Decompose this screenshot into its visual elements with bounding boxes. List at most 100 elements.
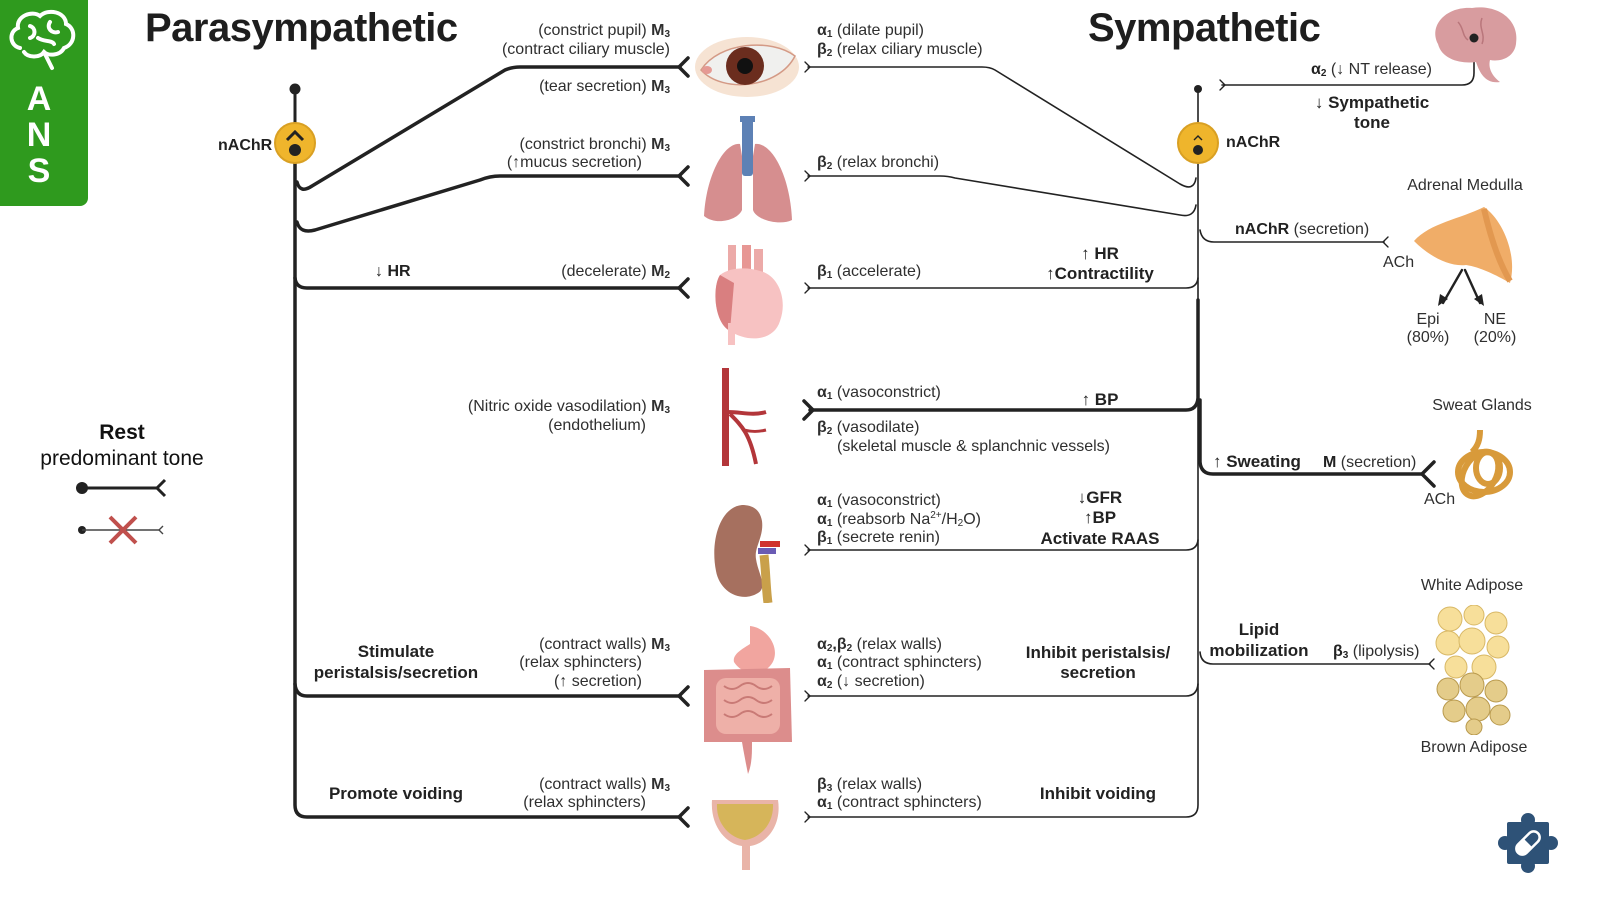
symp-fiber-kidney <box>807 539 1199 551</box>
para-fiber-heart <box>293 276 682 290</box>
symp-fiber-eye <box>807 66 1197 188</box>
para-lungs-text-1: (constrict bronchi) M3 <box>519 136 670 154</box>
brain-effect-2: tone <box>1354 113 1390 132</box>
symp-fiber-vessel <box>808 298 1200 412</box>
symp-bladder-text-2: α1 (contract sphincters) <box>817 794 982 812</box>
legend-nonpredominant-line <box>78 515 164 545</box>
para-heart-effect: ↓ HR <box>375 263 411 280</box>
adrenal-action: (secretion) <box>1293 221 1370 238</box>
symp-kidney-text-3: β1 (secrete renin) <box>817 529 940 547</box>
para-eye-text-3: (tear secretion) M3 <box>539 78 670 96</box>
symp-gi-text-2: α1 (contract sphincters) <box>817 654 982 672</box>
symp-kidney-effect-3: Activate RAAS <box>1040 529 1160 548</box>
para-fiber-gi <box>293 682 682 698</box>
symp-fiber-gi <box>807 683 1199 697</box>
symp-heart-effect-1: ↑ HR <box>1081 244 1119 263</box>
symp-bladder-text-1: β3 (relax walls) <box>817 776 923 794</box>
brown-adipose-title: Brown Adipose <box>1420 739 1528 756</box>
sweat-action: (secretion) <box>1340 454 1417 471</box>
symp-vessel-text-2: β2 (vasodilate) <box>817 419 920 437</box>
para-gi-effect-2: peristalsis/secretion <box>313 663 479 682</box>
symp-vessel-effect: ↑ BP <box>1081 390 1119 409</box>
symp-gi-effect-2: secretion <box>1060 663 1136 682</box>
symp-ganglion <box>1177 122 1219 164</box>
adrenal-title: Adrenal Medulla <box>1407 177 1523 194</box>
brain-receptor: α2 <box>1311 61 1327 79</box>
adrenal-receptor: nAChR <box>1235 221 1290 238</box>
adipose-receptor: β3 <box>1333 643 1349 661</box>
symp-vessel-text-3: (skeletal muscle & splanchnic vessels) <box>837 438 1110 455</box>
symp-fiber-brain <box>1221 37 1475 86</box>
adrenal-receptor-line: nAChR (secretion) <box>1235 220 1369 239</box>
sweat-receptor-line: M (secretion) <box>1323 453 1416 472</box>
lungs-icon <box>704 116 792 223</box>
adipose-receptor-line: β3 (lipolysis) <box>1333 642 1419 661</box>
legend-title: Rest <box>99 421 145 444</box>
symp-fiber-heart <box>807 277 1199 289</box>
para-bladder-text-2: (relax sphincters) <box>523 794 646 811</box>
para-gi-text-2: (relax sphincters) <box>519 654 642 671</box>
adipose-icon <box>1435 605 1511 735</box>
para-trunk-bladder <box>293 148 682 819</box>
symp-gi-effect-1: Inhibit peristalsis/ <box>1025 643 1171 662</box>
symp-kidney-effect-1: ↓GFR <box>1077 488 1123 507</box>
symp-trunk-bladder <box>807 149 1199 818</box>
adrenal-output-epi-pct: (80%) <box>1406 329 1450 346</box>
para-receptor-heart <box>677 277 690 299</box>
sweat-nt: ACh <box>1424 491 1456 508</box>
sweat-effect: ↑ Sweating <box>1213 452 1301 471</box>
para-receptor-lungs <box>677 165 690 187</box>
title-parasympathetic: Parasympathetic <box>145 6 458 50</box>
symp-kidney-text-1: α1 (vasoconstrict) <box>817 492 941 510</box>
symp-ganglion-label: nAChR <box>1226 134 1281 151</box>
cross-icon <box>108 515 138 545</box>
brain-icon <box>9 9 76 70</box>
symp-heart-effect-2: ↑Contractility <box>1046 264 1154 283</box>
para-ganglion <box>274 122 316 164</box>
adipose-action: (lipolysis) <box>1352 643 1420 660</box>
para-heart-text: (decelerate) M2 <box>561 263 670 281</box>
symp-kidney-effect-2: ↑BP <box>1083 508 1117 527</box>
para-bladder-text-1: (contract walls) M3 <box>539 776 670 794</box>
legend-predominant-line <box>76 478 167 498</box>
gi-tract-icon <box>704 626 792 774</box>
brain-effect-1: ↓ Sympathetic <box>1314 93 1430 112</box>
adipose-effect-1: Lipid <box>1238 620 1280 639</box>
para-lungs-text-2: (↑mucus secretion) <box>506 154 642 171</box>
symp-fiber-adrenal <box>1199 229 1385 243</box>
adipose-effect-2: mobilization <box>1209 641 1309 660</box>
sweat-receptor: M <box>1323 454 1337 471</box>
heart-icon <box>715 245 783 345</box>
adrenal-output-ne: NE <box>1483 311 1507 328</box>
symp-heart-text: β1 (accelerate) <box>817 263 922 281</box>
para-eye-text-2: (contract ciliary muscle) <box>501 41 670 58</box>
blood-vessel-icon <box>722 368 767 466</box>
title-sympathetic: Sympathetic <box>1088 6 1321 50</box>
sweat-title: Sweat Glands <box>1432 397 1532 414</box>
badge-letter-s: S <box>27 152 51 190</box>
para-receptor-bladder <box>677 806 690 828</box>
symp-fiber-sweat <box>1198 398 1424 476</box>
para-ganglion-label: nAChR <box>218 137 273 154</box>
brain-action: (↓ NT release) <box>1330 61 1432 78</box>
badge-letter-a: A <box>26 80 52 118</box>
bladder-icon <box>711 800 779 870</box>
para-vessel-text-1: (Nitric oxide vasodilation) M3 <box>467 398 670 416</box>
symp-eye-text-1: α1 (dilate pupil) <box>817 22 925 40</box>
symp-vessel-text-1: α1 (vasoconstrict) <box>817 384 941 402</box>
brain-receptor-line: α2 (↓ NT release) <box>1311 60 1432 79</box>
para-fiber-lungs <box>295 174 682 233</box>
symp-kidney-text-2: α1 (reabsorb Na2+/H2O) <box>817 510 981 529</box>
white-adipose-title: White Adipose <box>1420 577 1524 594</box>
para-fiber-eye <box>295 65 682 191</box>
symp-lungs-text: β2 (relax bronchi) <box>817 154 940 172</box>
symp-fiber-lungs <box>807 175 1197 217</box>
puzzle-pill-icon[interactable] <box>1497 812 1559 874</box>
brain-organ-icon <box>1435 7 1517 83</box>
para-vessel-text-2: (endothelium) <box>548 417 646 434</box>
adrenal-nt: ACh <box>1383 254 1415 271</box>
symp-eye-text-2: β2 (relax ciliary muscle) <box>817 41 983 59</box>
para-receptor-gi <box>677 685 690 707</box>
para-eye-text-1: (constrict pupil) M3 <box>538 22 670 40</box>
